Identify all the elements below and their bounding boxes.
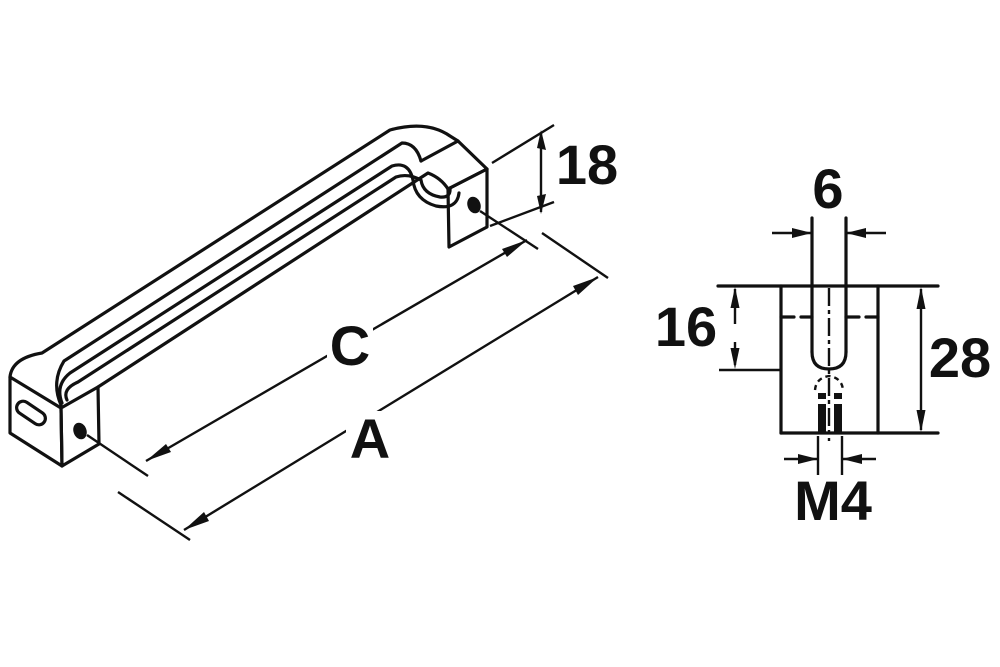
dimension-slot-width-6: 6 — [772, 157, 886, 238]
dimension-label-overall-length: A — [350, 407, 390, 470]
foot-body — [716, 284, 940, 435]
end-section-view: 6 16 28 M4 — [655, 157, 991, 532]
dimension-slot-depth-16: 16 — [655, 287, 781, 372]
arrowhead-left — [146, 444, 171, 461]
left-foot-slot — [15, 399, 47, 427]
arrowhead-left — [842, 454, 862, 464]
dimension-height-18: 18 — [489, 123, 618, 228]
dimension-label-body-depth: 28 — [929, 326, 991, 389]
dimension-label-slot-width: 6 — [812, 157, 843, 220]
right-foot-front-face — [446, 167, 489, 249]
extension-line — [489, 200, 555, 228]
m4-threaded-hole — [813, 374, 845, 432]
slot — [810, 216, 848, 371]
arrowhead-down — [730, 348, 740, 369]
dimension-line — [183, 275, 599, 532]
arrowhead-up — [916, 287, 926, 309]
dimension-thread-m4: M4 — [784, 436, 876, 532]
extension-line — [491, 123, 555, 165]
dimension-label-height: 18 — [556, 133, 618, 196]
bar-bottom-edge — [96, 171, 450, 389]
extension-line — [479, 209, 539, 251]
isometric-handle-view: 18 C A — [8, 123, 618, 541]
bar-top-front-edge — [55, 141, 423, 407]
label-background — [346, 411, 393, 466]
dimension-label-thread: M4 — [794, 469, 872, 532]
arrowhead-down — [537, 194, 546, 214]
bar-groove-outer-edge — [58, 163, 461, 405]
arrowhead-right — [573, 277, 598, 295]
dimension-body-depth-28: 28 — [916, 287, 991, 432]
arrowhead-right — [792, 228, 812, 238]
dimension-label-hole-centers: C — [330, 314, 370, 377]
right-foot — [419, 139, 489, 249]
extension-line — [86, 434, 149, 477]
slot-round-bottom — [810, 350, 848, 371]
dimension-overall-length-A: A — [117, 232, 609, 541]
handle-bar — [8, 124, 461, 407]
label-background — [327, 317, 373, 372]
arrowhead-right — [798, 454, 818, 464]
arrowhead-left — [184, 512, 209, 530]
arrowhead-down — [916, 410, 926, 432]
bar-groove-inner-edge — [64, 173, 452, 402]
left-foot-screw-hole — [73, 422, 87, 440]
extension-line — [541, 232, 609, 279]
thread-cone-hidden — [813, 374, 845, 391]
bar-top-back-edge — [8, 124, 460, 379]
arrowhead-up — [537, 130, 546, 150]
arrowhead-up — [730, 287, 740, 308]
dimension-hole-centers-C: C — [86, 209, 539, 477]
left-foot-side-face — [8, 375, 64, 468]
left-foot — [8, 375, 101, 468]
arrowhead-left — [846, 228, 866, 238]
arrowhead-right — [502, 240, 527, 257]
dimension-label-slot-depth: 16 — [655, 295, 717, 358]
right-foot-screw-hole — [467, 196, 481, 214]
right-foot-top-face — [419, 139, 489, 191]
extension-line — [117, 491, 191, 541]
